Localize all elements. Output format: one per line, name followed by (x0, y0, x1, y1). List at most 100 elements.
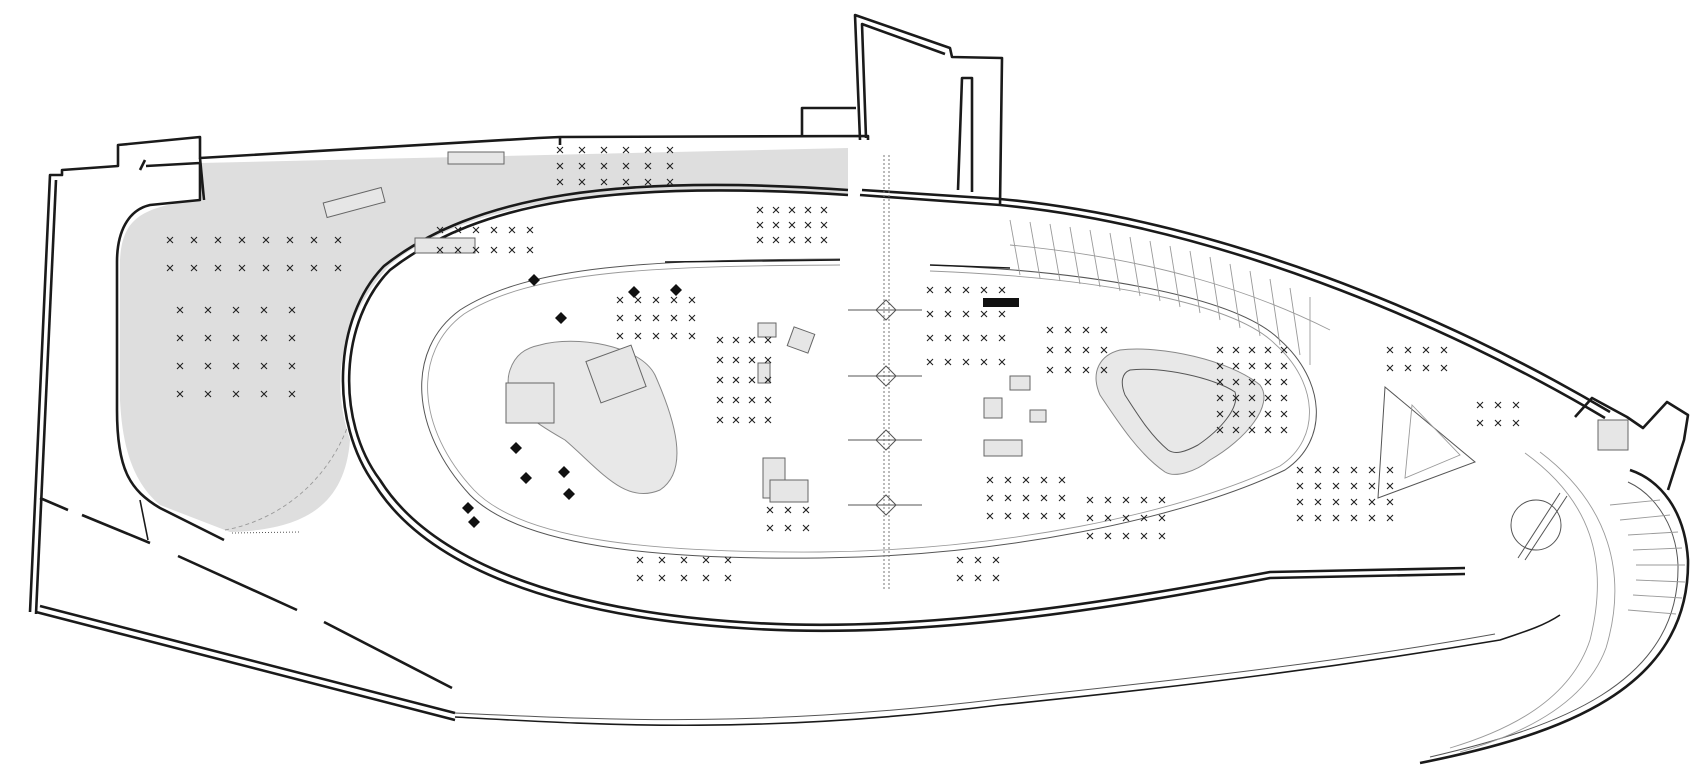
cross-marker (636, 574, 644, 582)
cross-marker (472, 226, 480, 234)
cross-marker (820, 221, 828, 229)
cross-marker (652, 314, 660, 322)
cross-marker (1232, 378, 1240, 386)
cross-marker (784, 524, 792, 532)
cross-marker (992, 574, 1000, 582)
cross-marker (1296, 514, 1304, 522)
cross-marker (1140, 532, 1148, 540)
cross-marker (748, 396, 756, 404)
cross-marker (1422, 346, 1430, 354)
cross-marker (1296, 498, 1304, 506)
cross-marker (1280, 346, 1288, 354)
cross-marker (926, 358, 934, 366)
cross-marker (622, 162, 630, 170)
cross-marker (820, 206, 828, 214)
cross-marker (260, 334, 268, 342)
cross-marker (702, 556, 710, 564)
cross-marker (804, 221, 812, 229)
cross-marker (1386, 466, 1394, 474)
cross-marker (190, 236, 198, 244)
cross-marker (724, 574, 732, 582)
cross-marker (310, 264, 318, 272)
cross-marker (956, 556, 964, 564)
cross-marker (1476, 401, 1484, 409)
cross-marker (214, 264, 222, 272)
cross-marker (1350, 482, 1358, 490)
cross-marker (1280, 394, 1288, 402)
cross-marker (1216, 426, 1224, 434)
cross-marker (788, 236, 796, 244)
east-walkway-2 (1459, 451, 1616, 753)
cross-marker (1332, 498, 1340, 506)
cross-marker (1512, 419, 1520, 427)
cross-marker (1404, 364, 1412, 372)
cross-marker (956, 574, 964, 582)
cross-marker (1082, 346, 1090, 354)
cross-marker (1280, 362, 1288, 370)
outer-oval (347, 189, 1466, 627)
cross-marker (1058, 476, 1066, 484)
cross-marker (1332, 466, 1340, 474)
cross-marker (634, 332, 642, 340)
cross-marker (1104, 496, 1112, 504)
cross-marker (1100, 346, 1108, 354)
cross-marker (1494, 401, 1502, 409)
cross-marker (1004, 494, 1012, 502)
cross-marker (680, 556, 688, 564)
cross-marker (1040, 494, 1048, 502)
cross-marker (788, 221, 796, 229)
cross-marker (992, 556, 1000, 564)
cross-marker (1512, 401, 1520, 409)
cross-marker (1100, 326, 1108, 334)
cross-marker (998, 310, 1006, 318)
cross-marker (176, 390, 184, 398)
cross-marker (748, 356, 756, 364)
cross-marker (1296, 466, 1304, 474)
cross-marker (998, 358, 1006, 366)
cross-marker (1350, 466, 1358, 474)
cross-marker (436, 226, 444, 234)
cross-marker (666, 178, 674, 186)
cross-marker (1440, 364, 1448, 372)
cross-marker (166, 236, 174, 244)
cross-marker (772, 221, 780, 229)
cross-marker (232, 390, 240, 398)
cross-marker (600, 162, 608, 170)
cross-marker (732, 356, 740, 364)
cross-marker (1280, 410, 1288, 418)
cross-marker (334, 264, 342, 272)
cross-marker (214, 236, 222, 244)
cross-marker (232, 334, 240, 342)
cross-marker (644, 162, 652, 170)
cross-marker (652, 332, 660, 340)
cross-marker (980, 358, 988, 366)
cross-marker (1046, 346, 1054, 354)
island-block-2 (585, 344, 647, 404)
cross-marker (600, 146, 608, 154)
cross-marker (238, 264, 246, 272)
inner-zone-walls (115, 137, 562, 542)
cross-marker (1004, 476, 1012, 484)
cross-marker (926, 310, 934, 318)
cross-marker (1046, 366, 1054, 374)
cross-marker (1280, 378, 1288, 386)
cross-marker (454, 226, 462, 234)
cross-marker (688, 296, 696, 304)
east-curve-inner (1429, 481, 1679, 758)
cross-marker (238, 236, 246, 244)
cross-marker (190, 264, 198, 272)
cross-marker (1104, 514, 1112, 522)
cross-marker (454, 246, 462, 254)
cross-marker (784, 506, 792, 514)
cross-marker (1122, 514, 1130, 522)
cross-marker (636, 556, 644, 564)
cross-marker (286, 264, 294, 272)
cross-marker (944, 358, 952, 366)
ring-inner (1121, 368, 1237, 453)
cross-marker (1082, 366, 1090, 374)
outer-walls (28, 13, 1690, 722)
cross-marker (1264, 378, 1272, 386)
cross-marker (1232, 394, 1240, 402)
cross-marker (980, 286, 988, 294)
cross-marker (176, 362, 184, 370)
